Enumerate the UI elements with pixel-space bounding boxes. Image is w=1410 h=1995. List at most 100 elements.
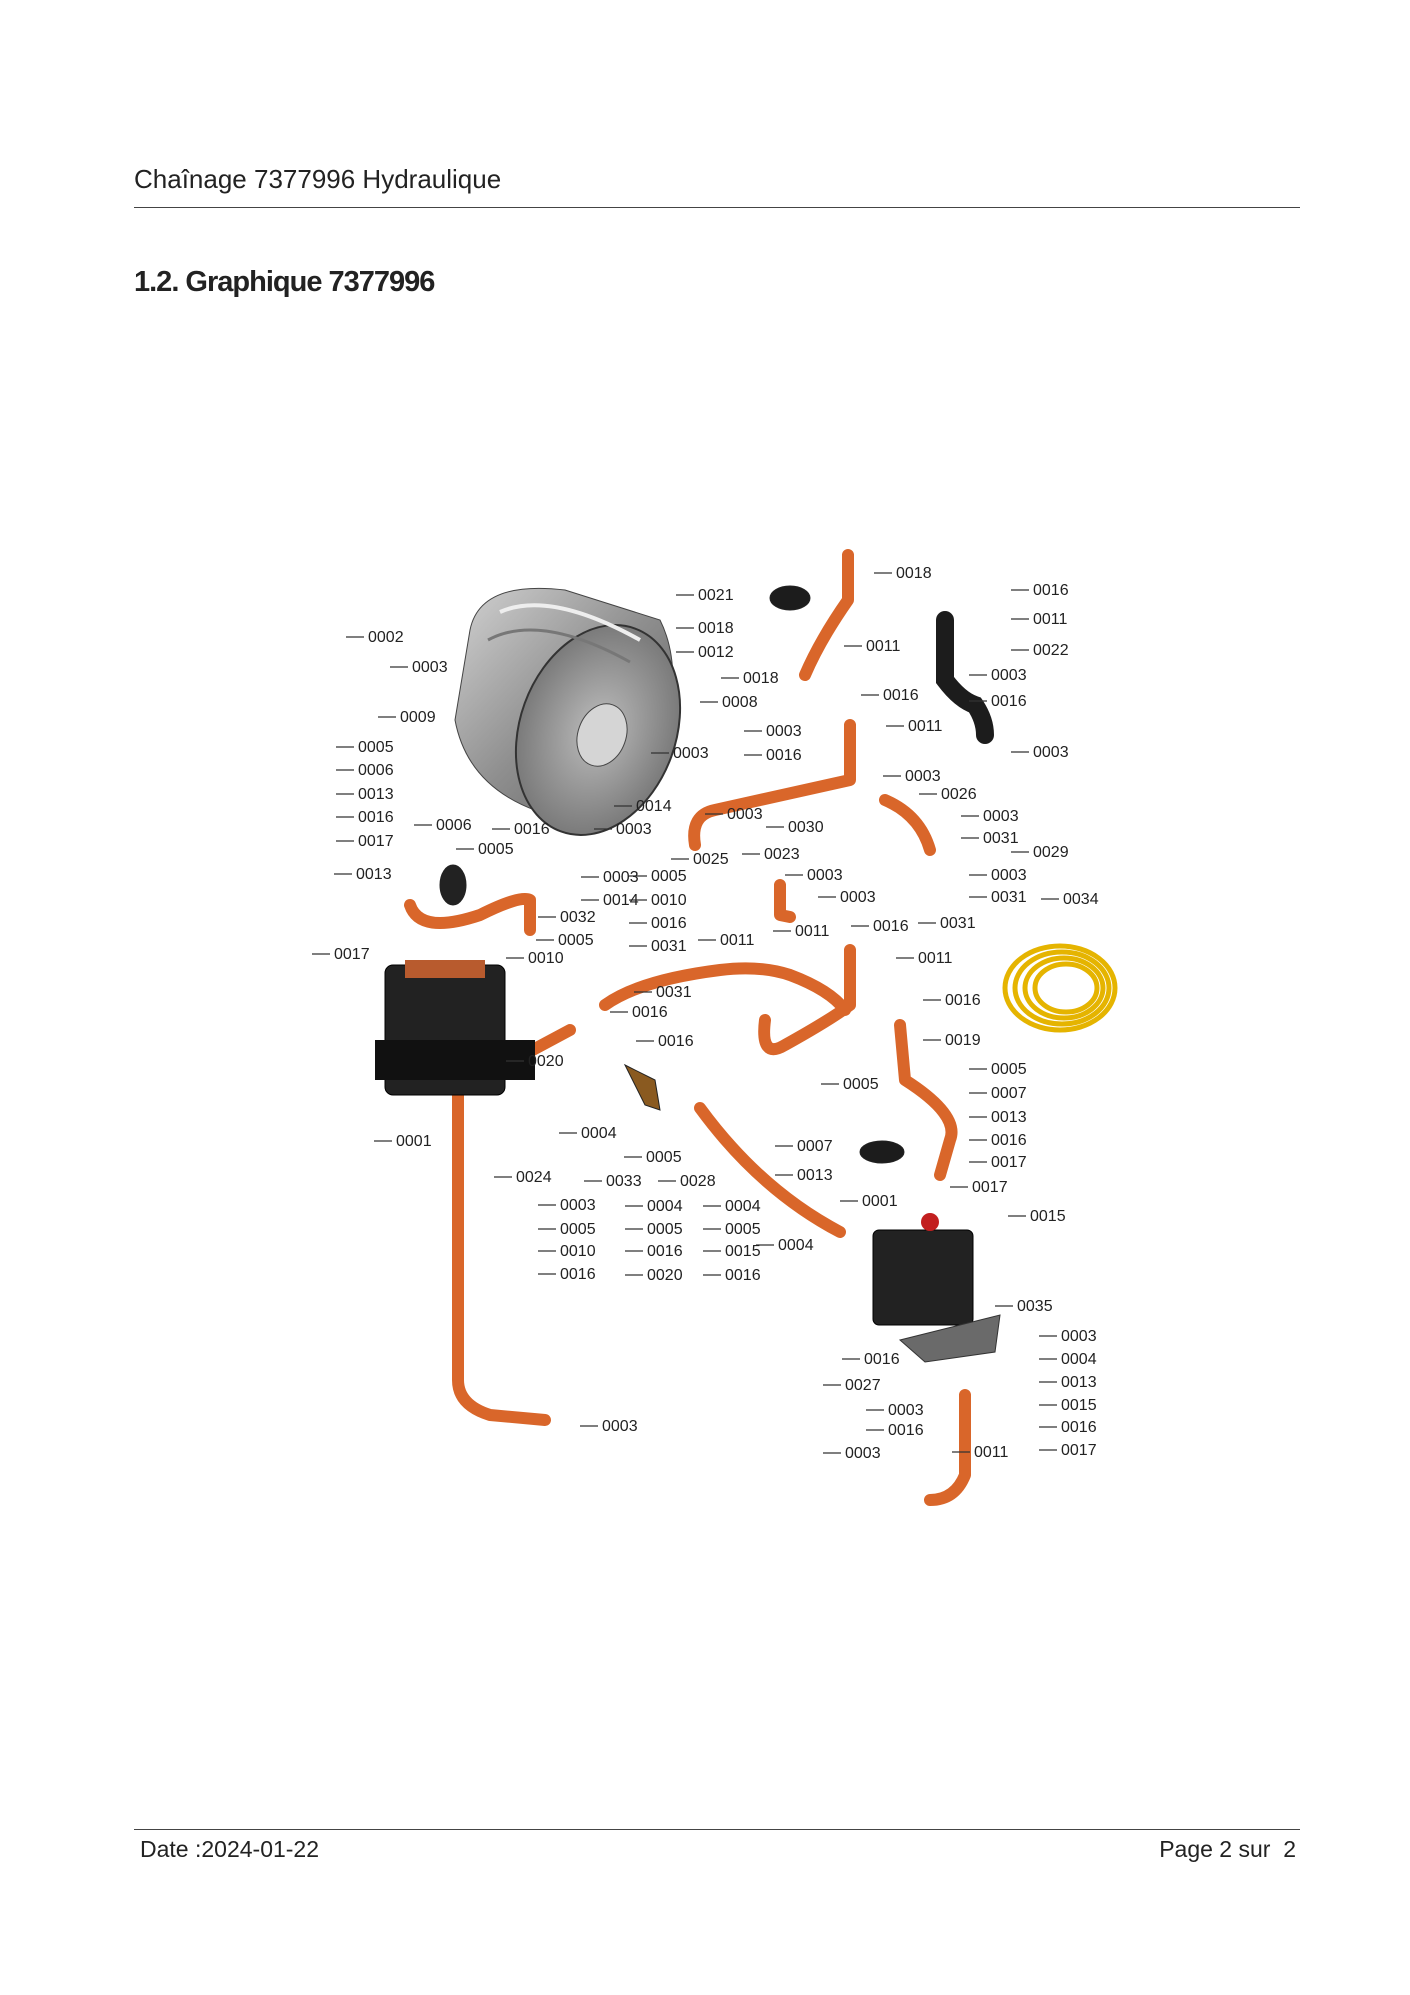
callout-label: 0016 xyxy=(514,821,550,838)
callout-label: 0011 xyxy=(974,1444,1009,1461)
callout-label: 0016 xyxy=(888,1422,924,1439)
callout-label: 0016 xyxy=(945,992,981,1009)
callout-label: 0035 xyxy=(1017,1298,1053,1315)
callout-label: 0013 xyxy=(991,1109,1027,1126)
callout-label: 0016 xyxy=(1061,1419,1097,1436)
callout-label: 0007 xyxy=(991,1085,1027,1102)
callout-label: 0031 xyxy=(651,938,687,955)
callout-label: 0016 xyxy=(883,687,919,704)
header-divider xyxy=(134,207,1300,208)
callout-label: 0013 xyxy=(358,786,394,803)
callout-label: 0003 xyxy=(840,889,876,906)
callout-label: 0003 xyxy=(766,723,802,740)
callout-label: 0034 xyxy=(1063,891,1099,908)
callout-label: 0003 xyxy=(845,1445,881,1462)
callout-label: 0022 xyxy=(1033,642,1069,659)
callout-label: 0002 xyxy=(368,629,404,646)
callout-label: 0005 xyxy=(478,841,514,858)
small-parts xyxy=(439,585,905,1164)
callout-label: 0005 xyxy=(646,1149,682,1166)
footer-page-number: Page 2 sur 2 xyxy=(1159,1836,1296,1862)
callout-label: 0027 xyxy=(845,1377,881,1394)
callout-label: 0010 xyxy=(528,950,564,967)
callout-label: 0003 xyxy=(991,667,1027,684)
callout-label: 0008 xyxy=(722,694,758,711)
callout-label: 0024 xyxy=(516,1169,552,1186)
callout-label: 0016 xyxy=(358,809,394,826)
callout-label: 0015 xyxy=(1061,1397,1097,1414)
callout-label: 0015 xyxy=(1030,1208,1066,1225)
callout-label: 0031 xyxy=(983,830,1019,847)
callout-label: 0018 xyxy=(896,565,932,582)
callout-label: 0011 xyxy=(866,638,901,655)
black-hose xyxy=(936,611,994,744)
callout-label: 0005 xyxy=(725,1221,761,1238)
callout-label: 0011 xyxy=(1033,611,1068,628)
copper-pipes xyxy=(404,549,971,1506)
callout-label: 0005 xyxy=(991,1061,1027,1078)
callout-label: 0017 xyxy=(334,946,370,963)
callout-label: 0003 xyxy=(1061,1328,1097,1345)
callout-label: 0030 xyxy=(788,819,824,836)
callout-label: 0016 xyxy=(725,1267,761,1284)
callout-label: 0004 xyxy=(1061,1351,1097,1368)
callout-label: 0015 xyxy=(725,1243,761,1260)
callout-label: 0011 xyxy=(795,923,830,940)
callout-label: 0005 xyxy=(358,739,394,756)
callout-label: 0016 xyxy=(560,1266,596,1283)
callout-label: 0013 xyxy=(797,1167,833,1184)
callout-label: 0020 xyxy=(528,1053,564,1070)
callout-label: 0003 xyxy=(560,1197,596,1214)
callout-label: 0016 xyxy=(991,693,1027,710)
callout-label: 0003 xyxy=(602,1418,638,1435)
callout-label: 0033 xyxy=(606,1173,642,1190)
callout-label: 0003 xyxy=(905,768,941,785)
callout-label: 0003 xyxy=(412,659,448,676)
callout-label: 0017 xyxy=(972,1179,1008,1196)
footer-divider xyxy=(134,1829,1300,1830)
callout-label: 0006 xyxy=(436,817,472,834)
callout-label: 0004 xyxy=(725,1198,761,1215)
callout-label: 0003 xyxy=(983,808,1019,825)
callout-label: 0003 xyxy=(673,745,709,762)
callout-label: 0004 xyxy=(647,1198,683,1215)
callout-label: 0018 xyxy=(698,620,734,637)
callout-label: 0023 xyxy=(764,846,800,863)
callout-label: 0017 xyxy=(358,833,394,850)
callout-label: 0003 xyxy=(991,867,1027,884)
callout-label: 0011 xyxy=(918,950,953,967)
callout-label: 0005 xyxy=(558,932,594,949)
callout-label: 0016 xyxy=(658,1033,694,1050)
callout-label: 0003 xyxy=(807,867,843,884)
callout-label: 0019 xyxy=(945,1032,981,1049)
callout-label: 0031 xyxy=(991,889,1027,906)
callout-label: 0016 xyxy=(873,918,909,935)
callout-label: 0006 xyxy=(358,762,394,779)
callout-label: 0016 xyxy=(651,915,687,932)
callout-label: 0025 xyxy=(693,851,729,868)
callout-label: 0005 xyxy=(651,868,687,885)
callout-label: 0010 xyxy=(560,1243,596,1260)
callout-label: 0003 xyxy=(1033,744,1069,761)
document-header-title: Chaînage 7377996 Hydraulique xyxy=(134,164,502,194)
callout-label: 0003 xyxy=(603,869,639,886)
callout-label: 0017 xyxy=(991,1154,1027,1171)
callout-label: 0016 xyxy=(1033,582,1069,599)
callout-label: 0031 xyxy=(940,915,976,932)
callout-label: 0001 xyxy=(862,1193,898,1210)
callout-label: 0016 xyxy=(991,1132,1027,1149)
callout-label: 0005 xyxy=(843,1076,879,1093)
callout-label: 0005 xyxy=(647,1221,683,1238)
callout-label: 0003 xyxy=(616,821,652,838)
callout-label: 0005 xyxy=(560,1221,596,1238)
callout-label: 0014 xyxy=(636,798,672,815)
callout-label: 0011 xyxy=(720,932,755,949)
gas-valve xyxy=(872,1213,1001,1363)
callout-label: 0021 xyxy=(698,587,734,604)
heat-exchanger-drum xyxy=(454,587,682,836)
callout-label: 0012 xyxy=(698,644,734,661)
callout-label: 0032 xyxy=(560,909,596,926)
callout-label: 0013 xyxy=(356,866,392,883)
